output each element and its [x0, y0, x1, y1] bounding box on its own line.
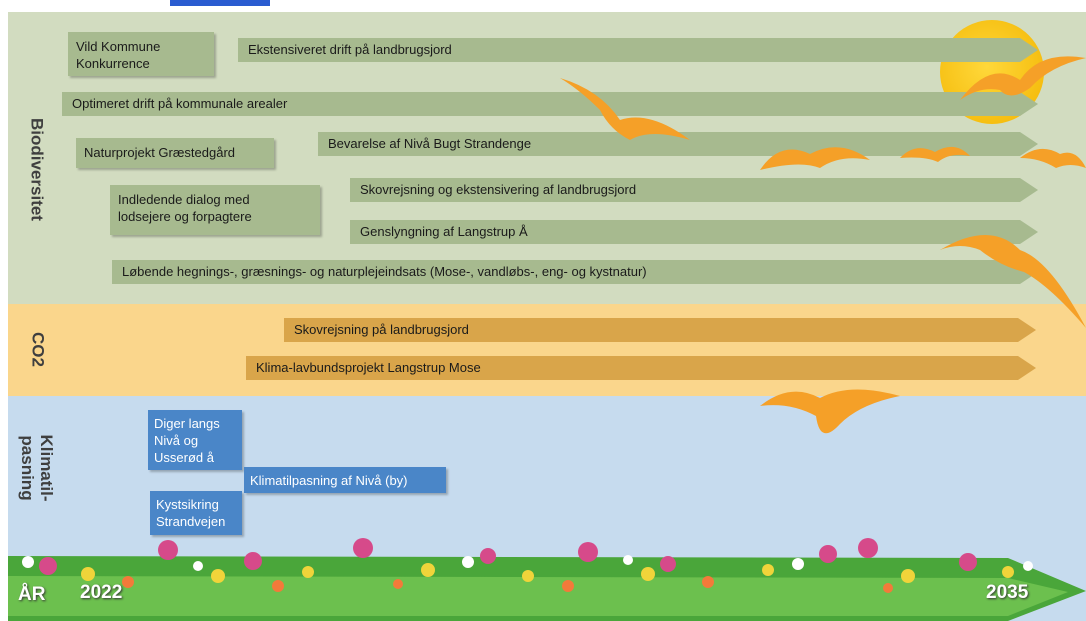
co2-label: CO2	[28, 332, 48, 367]
start-year: 2022	[80, 582, 123, 603]
bird-icon	[560, 78, 690, 140]
kystsikring-box: Kystsikring Strandvejen	[150, 491, 242, 535]
climate-label: Klimatil- pasning	[18, 434, 56, 502]
bird-icon	[760, 389, 900, 434]
skovrejsning-eks-arrow: Skovrejsning og ekstensivering af landbr…	[350, 178, 1038, 202]
vild-kommune-box: Vild Kommune Konkurrence	[68, 32, 214, 76]
bird-icon	[900, 146, 970, 162]
bird-icon	[1020, 148, 1086, 168]
bird-icon	[960, 56, 1086, 100]
loebende-arrow: Løbende hegnings-, græsnings- og naturpl…	[112, 260, 1038, 284]
ekstensiveret-arrow: Ekstensiveret drift på landbrugsjord	[238, 38, 1038, 62]
dialog-box: Indledende dialog med lodsejere og forpa…	[110, 185, 320, 235]
meadow-illustration	[8, 538, 1086, 621]
bird-icon	[940, 235, 1086, 328]
klima-lavbund-arrow: Klima-lavbundsprojekt Langstrup Mose	[246, 356, 1036, 380]
diger-box: Diger langs Nivå og Usserød å	[148, 410, 242, 470]
klimatilpasning-box: Klimatilpasning af Nivå (by)	[244, 467, 446, 493]
top-bar	[0, 0, 1086, 12]
bird-icon	[760, 147, 870, 170]
title-fragment	[170, 0, 270, 6]
optimeret-arrow: Optimeret drift på kommunale arealer	[62, 92, 1038, 116]
end-year: 2035	[986, 582, 1029, 603]
co2-band	[8, 304, 1086, 396]
year-label: ÅR	[18, 584, 46, 605]
naturprojekt-box: Naturprojekt Græstedgård	[76, 138, 274, 168]
biodiversity-label: Biodiversitet	[27, 118, 47, 221]
genslyngning-arrow: Genslyngning af Langstrup Å	[350, 220, 1038, 244]
skovrejsning-arrow: Skovrejsning på landbrugsjord	[284, 318, 1036, 342]
